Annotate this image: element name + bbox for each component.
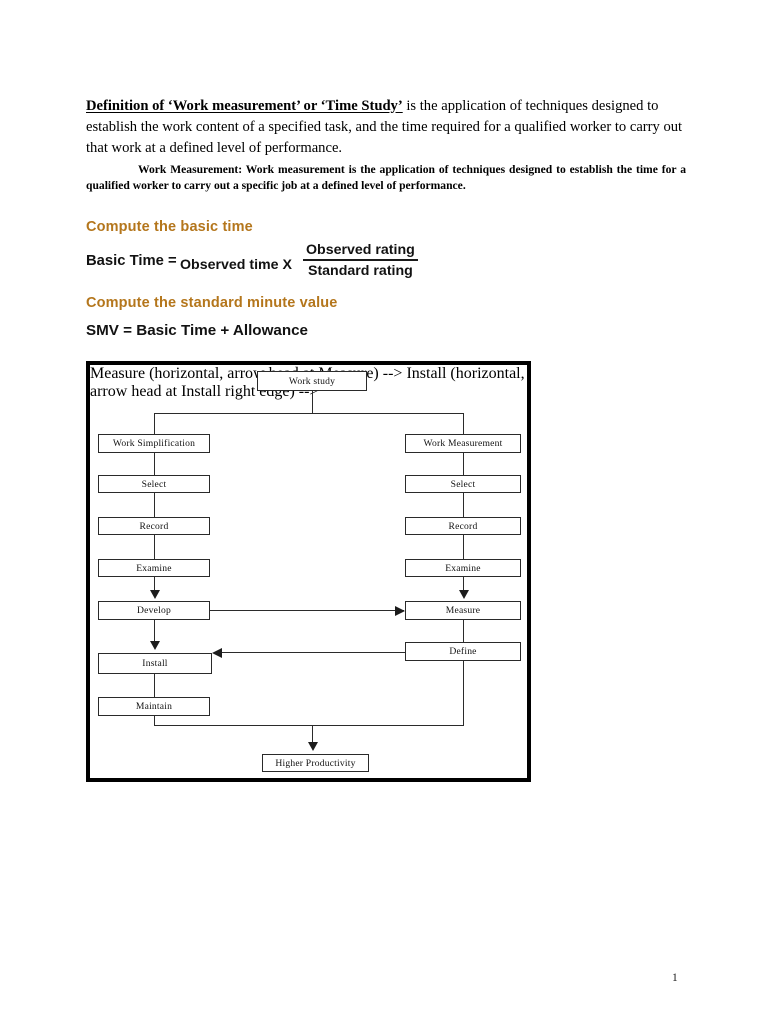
- connector-maintain-drop: [154, 716, 155, 726]
- smv-formula: SMV = Basic Time + Allowance: [86, 322, 308, 339]
- flowchart-node-work-measurement: Work Measurement: [405, 434, 521, 453]
- flowchart-node-left-develop: Develop: [98, 601, 210, 620]
- fraction-denominator: Standard rating: [307, 263, 413, 279]
- arrow-develop-to-measure-icon: [395, 606, 405, 616]
- flowchart-node-right-select: Select: [405, 475, 521, 493]
- arrow-develop-to-install-icon: [150, 641, 160, 650]
- connector-top-bus-right-drop: [463, 413, 464, 434]
- definition-paragraph: Definition of ‘Work measurement’ or ‘Tim…: [86, 96, 686, 160]
- connector-left-2: [154, 493, 155, 517]
- heading-compute-basic-time: Compute the basic time: [86, 219, 253, 235]
- basic-time-formula-operand: Observed time X: [180, 257, 292, 273]
- connector-left-4: [154, 577, 155, 593]
- connector-right-5: [463, 620, 464, 643]
- work-measurement-note: Work Measurement: Work measurement is th…: [86, 162, 686, 192]
- work-study-flowchart: Work study Work Simplification Select Re…: [86, 361, 531, 782]
- fraction-numerator: Observed rating: [306, 242, 415, 258]
- connector-right-4: [463, 577, 464, 593]
- flowchart-node-right-record: Record: [405, 517, 521, 535]
- connector-right-1: [463, 453, 464, 476]
- connector-define-drop: [463, 661, 464, 726]
- connector-develop-to-measure: [210, 610, 404, 611]
- flowchart-node-work-simplification: Work Simplification: [98, 434, 210, 453]
- basic-time-formula-label: Basic Time =: [86, 253, 177, 269]
- connector-left-1: [154, 453, 155, 476]
- flowchart-node-left-examine: Examine: [98, 559, 210, 577]
- flowchart-node-left-maintain: Maintain: [98, 697, 210, 716]
- flowchart-node-left-install: Install: [98, 653, 212, 674]
- connector-left-6: [154, 674, 155, 698]
- page-number: 1: [672, 972, 678, 984]
- connector-define-to-install: [222, 652, 405, 653]
- connector-work-study-stem: [312, 391, 313, 414]
- flowchart-node-right-define: Define: [405, 642, 521, 661]
- arrow-examine-to-measure-icon: [459, 590, 469, 599]
- connector-left-5: [154, 620, 155, 644]
- rating-fraction: Observed rating Standard rating: [303, 242, 418, 279]
- flowchart-node-left-record: Record: [98, 517, 210, 535]
- fraction-bar: [303, 259, 418, 261]
- connector-top-bus: [154, 413, 463, 414]
- flowchart-node-higher-productivity: Higher Productivity: [262, 754, 369, 772]
- connector-right-3: [463, 535, 464, 559]
- connector-top-bus-left-drop: [154, 413, 155, 434]
- flowchart-node-right-measure: Measure: [405, 601, 521, 620]
- definition-lead-underlined: Definition of ‘Work measurement’ or ‘Tim…: [86, 97, 403, 114]
- flowchart-canvas: Work study Work Simplification Select Re…: [90, 365, 527, 778]
- arrow-examine-to-develop-icon: [150, 590, 160, 599]
- definition-rest-text: is the application of techniques designe…: [86, 97, 683, 156]
- connector-right-2: [463, 493, 464, 517]
- flowchart-node-work-study: Work study: [257, 371, 367, 391]
- flowchart-node-right-examine: Examine: [405, 559, 521, 577]
- arrow-define-to-install-icon: [212, 648, 222, 658]
- connector-bottom-bus: [154, 725, 464, 726]
- flowchart-node-left-select: Select: [98, 475, 210, 493]
- connector-bottom-bus-stem: [312, 725, 313, 744]
- connector-left-3: [154, 535, 155, 559]
- heading-compute-standard-minute-value: Compute the standard minute value: [86, 295, 338, 311]
- arrow-to-higher-productivity-icon: [308, 742, 318, 751]
